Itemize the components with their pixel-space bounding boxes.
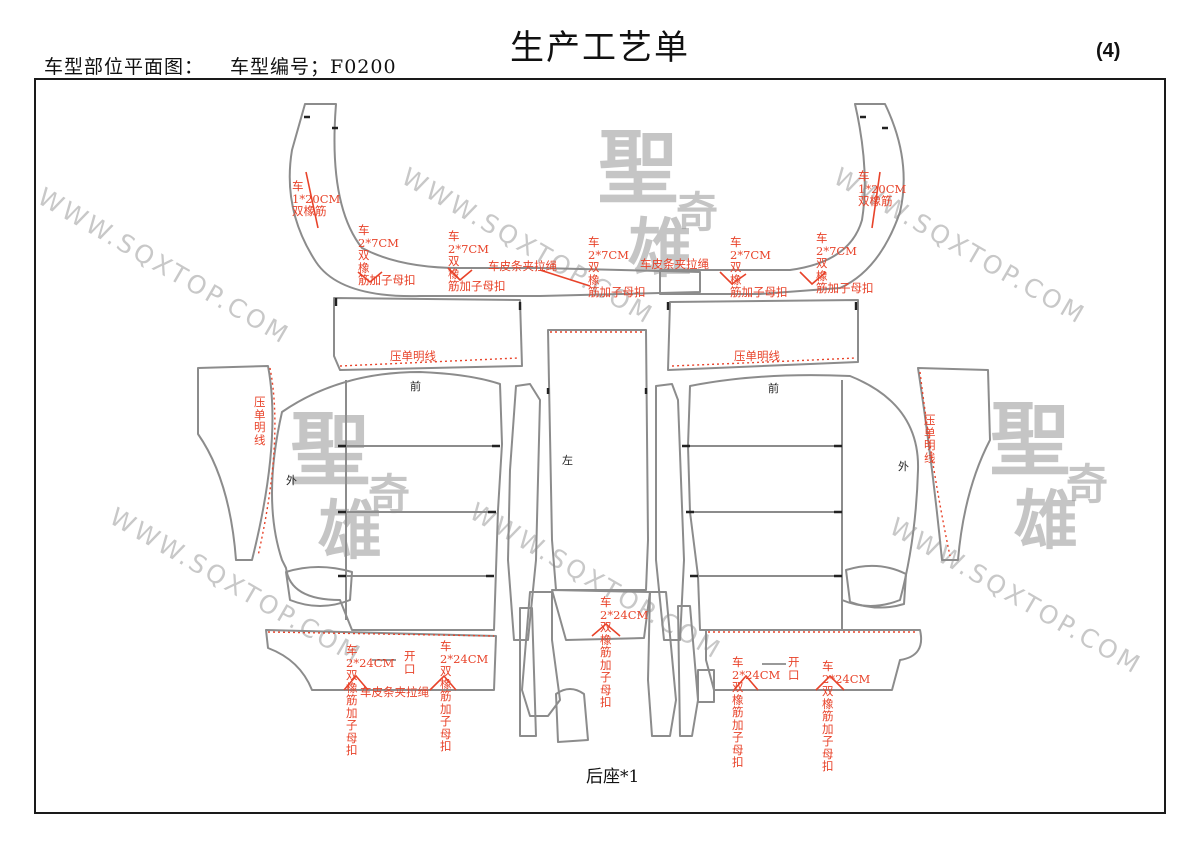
elastic-marker — [305, 171, 319, 229]
lower-wing-left — [285, 566, 353, 607]
annotation-sew: 车 2*24CM 双橡筋加子母扣 — [732, 655, 781, 769]
label-front: 前 — [768, 382, 779, 395]
plan-label: 车型部位平面图： — [44, 56, 205, 78]
elastic-marker — [871, 171, 881, 229]
elastic-marker — [539, 269, 591, 287]
watermark-logo: 聖 — [290, 403, 370, 497]
center-bottom — [551, 589, 651, 641]
model-code: 车型编号；F0200 — [230, 56, 397, 78]
lower-wing-right — [845, 564, 907, 609]
seam-press-top-right — [671, 357, 857, 367]
arc-strip-left — [288, 103, 701, 298]
label-outer: 外 — [898, 460, 909, 473]
annotation-press: 压单明线 — [924, 413, 936, 465]
seam-press-top-left — [339, 357, 519, 367]
leg-piece-left2 — [519, 607, 537, 737]
label-front: 前 — [410, 380, 421, 393]
elastic-marker — [815, 674, 845, 691]
annotation-strip: 车皮条夹拉绳 — [360, 685, 429, 699]
watermark-logo: 雄 — [1014, 484, 1078, 559]
label-outer: 外 — [286, 474, 297, 487]
watermark-logo: 聖 — [598, 121, 678, 215]
annotation-strip: 车皮条夹拉绳 — [488, 259, 557, 273]
annotation-sew: 车 2*7CM 双 橡 筋加子母扣 — [448, 229, 506, 293]
bottom-strip-right — [705, 629, 922, 691]
side-wing-left — [197, 365, 274, 561]
side-wing-right — [917, 367, 991, 561]
seat-left-inner — [345, 380, 498, 620]
center-back — [547, 329, 649, 591]
annotation-press: 压单明线 — [390, 349, 436, 363]
elastic-marker — [733, 674, 759, 691]
leg-piece-left — [521, 591, 561, 717]
arc-strip-right — [659, 103, 905, 295]
seat-left-outer — [271, 371, 503, 631]
elastic-marker — [799, 271, 827, 286]
annotation-opening: 开 口 — [788, 655, 800, 682]
seam-press-side-right — [919, 371, 951, 557]
seat-right-inner — [690, 380, 843, 600]
annotation-sew: 车 2*7CM 双 橡 筋加子母扣 — [358, 223, 416, 287]
leg-piece-right2 — [677, 605, 699, 737]
annotation-sew: 车 2*24CM 双橡筋加子母扣 — [600, 595, 649, 709]
elastic-marker — [591, 622, 621, 637]
page-title: 生产工艺单 — [510, 28, 690, 68]
bottom-strip-left — [265, 629, 497, 691]
elastic-marker — [447, 267, 473, 282]
annotation-sew: 车 2*24CM 双橡筋加子母扣 — [822, 659, 871, 773]
panel-top-left — [333, 297, 523, 371]
drawing-caption: 后座*1 — [586, 767, 640, 787]
leg-piece-right — [647, 591, 677, 737]
panel-top-right — [667, 299, 859, 371]
watermark-logo: 聖 — [990, 393, 1070, 487]
watermark-logo: 雄 — [318, 494, 382, 569]
elastic-marker — [429, 674, 457, 691]
page-number: (4) — [1096, 40, 1121, 62]
elastic-marker — [357, 271, 383, 284]
annotation-sew: 车 1*20CM 双橡筋 — [858, 169, 907, 208]
annotation-sew: 车 1*20CM 双橡筋 — [292, 179, 341, 218]
watermark-logo: 奇 — [1066, 460, 1109, 509]
watermark-logo: 奇 — [368, 470, 411, 519]
annotation-opening: 开 口 — [404, 649, 416, 676]
annotation-sew: 车 2*7CM 双 橡 筋加子母扣 — [816, 231, 874, 295]
header-meta: 车型部位平面图： 车型编号；F0200 — [44, 52, 397, 79]
notch-marks — [304, 115, 888, 578]
annotation-press: 压单明线 — [734, 349, 780, 363]
annotation-strip: 车皮条夹拉绳 — [640, 257, 709, 271]
elastic-marker — [719, 271, 747, 286]
square-piece — [697, 669, 715, 703]
seat-right-outer — [687, 374, 920, 631]
label-left: 左 — [562, 454, 573, 467]
annotation-sew: 车 2*7CM 双 橡 筋加子母扣 — [588, 235, 646, 299]
annotation-sew: 车 2*7CM 双 橡 筋加子母扣 — [730, 235, 788, 299]
round-piece — [555, 688, 589, 743]
side-strip-left — [507, 383, 541, 641]
drawing-frame — [34, 78, 1166, 814]
elastic-marker — [343, 674, 369, 691]
side-strip-right — [655, 383, 685, 641]
annotation-sew: 车 2*24CM 双橡筋加子母扣 — [346, 643, 395, 757]
annotation-sew: 车 2*24CM 双橡筋加子母扣 — [440, 639, 489, 753]
watermark-logo: 奇 — [676, 188, 719, 237]
annotation-press: 压单明线 — [254, 395, 266, 447]
